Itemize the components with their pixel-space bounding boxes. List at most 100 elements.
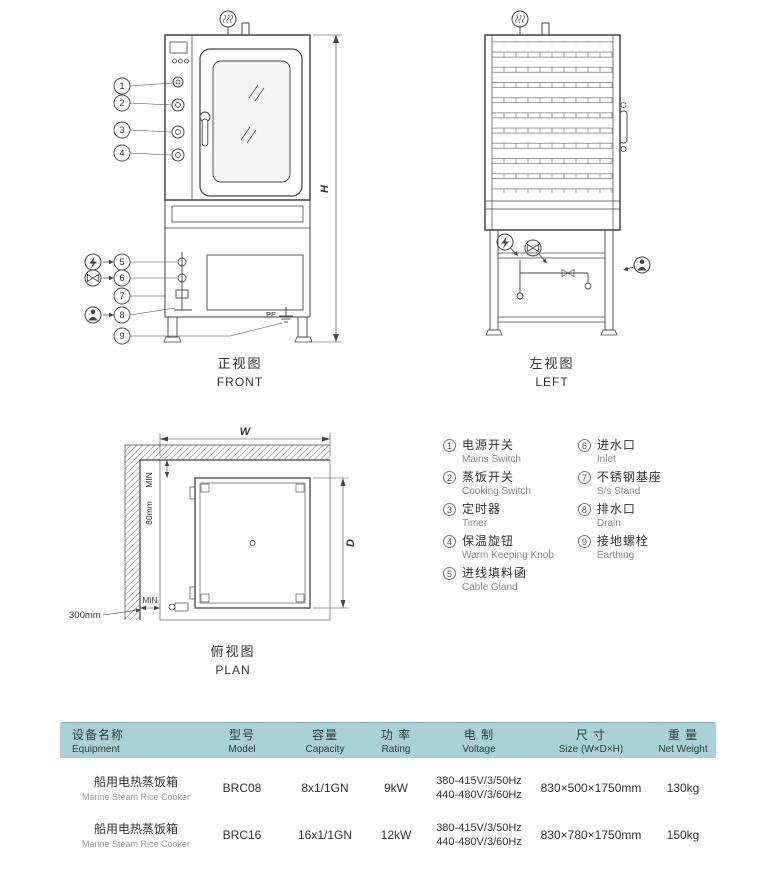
oven-door xyxy=(199,48,303,197)
cabinet-body xyxy=(164,34,311,201)
cell-rating: 9kW xyxy=(384,780,408,795)
column-header-cn: 尺 寸 xyxy=(575,728,607,742)
door-hinge-rail xyxy=(619,102,628,152)
column-header-cn: 重 量 xyxy=(667,728,699,742)
equipment-name-cn: 船用电热蒸饭箱 xyxy=(93,775,178,789)
legend-label-cn: 接地螺栓 xyxy=(596,534,649,548)
legend-label-cn: 不锈钢基座 xyxy=(596,470,662,484)
spec-table-header: 设备名称 Equipment 型号 Model 容量 Capacity 功 率 … xyxy=(60,722,716,758)
w-dim-label: W xyxy=(240,426,252,438)
callout-8-label: 8 xyxy=(119,310,124,320)
legend-label-en: Timer xyxy=(462,518,488,529)
cell-capacity: 16x1/1GN xyxy=(297,827,353,842)
cell-weight: 130kg xyxy=(666,780,700,795)
callout-6-label: 6 xyxy=(119,273,124,283)
plan-view-drawing: W D MIN 80mm MIN 300mm xyxy=(69,426,357,621)
voltage-line-2: 440-480V/3/60Hz xyxy=(436,788,522,801)
column-header-voltage: 电 制 Voltage xyxy=(426,726,532,755)
column-header-equipment: 设备名称 Equipment xyxy=(60,726,200,755)
left-view-title-cn: 左视图 xyxy=(529,356,575,371)
pe-label: PE xyxy=(266,310,276,319)
callout-1-label: 1 xyxy=(119,81,124,91)
legend-label-cn: 蒸饭开关 xyxy=(462,470,515,484)
equipment-name-en: Marine Steam Rice Cooker xyxy=(81,839,191,849)
service-connections xyxy=(174,252,192,311)
tray-rack xyxy=(492,41,613,193)
h-dimension xyxy=(313,34,342,343)
column-header-cn: 容量 xyxy=(311,728,338,742)
side-gap-label: 300mm xyxy=(69,610,101,621)
d-dim-label: D xyxy=(345,539,357,547)
legend-label-en: Earthing xyxy=(596,550,635,561)
left-view-title-en: LEFT xyxy=(535,375,569,389)
column-header-en: Size (W×D×H) xyxy=(558,744,624,755)
legend-label-cn: 排水口 xyxy=(596,502,636,516)
stand xyxy=(163,200,313,343)
column-header-en: Net Weight xyxy=(658,744,708,755)
callout-3-label: 3 xyxy=(119,125,124,135)
cell-size: 830×780×1750mm xyxy=(540,827,642,842)
callout-leaders xyxy=(129,82,283,337)
cell-equipment: 船用电热蒸饭箱 Marine Steam Rice Cooker xyxy=(60,820,200,849)
column-header-en: Voltage xyxy=(462,744,496,755)
water-valve-icon xyxy=(84,269,114,287)
chimney-stub xyxy=(241,22,250,36)
legend-label-cn: 进线填料函 xyxy=(462,566,528,580)
legend-number: 8 xyxy=(577,503,591,516)
cooker-outline xyxy=(168,477,311,612)
voltage-line-1: 380-415V/3/50Hz xyxy=(436,821,522,834)
legend-label-cn: 电源开关 xyxy=(462,438,515,452)
column-header-en: Model xyxy=(228,744,256,755)
water-valve-icon xyxy=(524,239,547,264)
column-header-en: Rating xyxy=(381,744,411,755)
callout-5-label: 5 xyxy=(119,257,124,267)
callout-7-label: 7 xyxy=(119,291,124,301)
cell-model: BRC08 xyxy=(222,780,262,795)
front-view-title-en: FRONT xyxy=(216,375,264,389)
cell-voltage: 380-415V/3/50Hz 440-480V/3/60Hz xyxy=(426,821,532,849)
rear-gap-label: 80mm xyxy=(144,501,154,525)
table-row: 船用电热蒸饭箱 Marine Steam Rice Cooker BRC08 8… xyxy=(60,764,716,811)
legend-label-en: Drain xyxy=(596,518,621,529)
legend-number: 4 xyxy=(443,535,456,548)
steam-vent-icon xyxy=(219,10,237,35)
legend-label-en: Cable Gland xyxy=(462,582,518,593)
callout-circles xyxy=(113,77,131,345)
legend-label-en: Inlet xyxy=(596,454,616,465)
equipment-name-en: Marine Steam Rice Cooker xyxy=(81,792,191,802)
stand xyxy=(485,229,618,336)
front-view-drawing: 1 2 3 4 5 6 7 8 9 H PE xyxy=(84,10,342,345)
cell-weight: 150kg xyxy=(666,827,700,842)
w-dimension xyxy=(159,433,331,456)
column-header-capacity: 容量 Capacity xyxy=(284,726,366,755)
side-gap-min-label: MIN xyxy=(143,596,158,605)
callout-4-label: 4 xyxy=(119,148,124,158)
voltage-line-1: 380-415V/3/50Hz xyxy=(436,774,522,787)
person-icon xyxy=(623,256,651,274)
legend-number: 7 xyxy=(577,471,591,484)
spec-table: 设备名称 Equipment 型号 Model 容量 Capacity 功 率 … xyxy=(60,722,716,858)
cell-voltage: 380-415V/3/50Hz 440-480V/3/60Hz xyxy=(426,774,532,802)
column-header-cn: 设备名称 xyxy=(72,728,125,742)
plan-view-title-cn: 俯视图 xyxy=(210,644,256,659)
equipment-name-cn: 船用电热蒸饭箱 xyxy=(93,822,178,836)
cell-model: BRC16 xyxy=(222,827,262,842)
table-row: 船用电热蒸饭箱 Marine Steam Rice Cooker BRC16 1… xyxy=(60,811,716,858)
lower-band xyxy=(165,205,310,229)
voltage-line-2: 440-480V/3/60Hz xyxy=(436,835,522,848)
column-header-cn: 电 制 xyxy=(463,728,495,742)
plan-view-title-en: PLAN xyxy=(215,663,251,677)
chimney-stub xyxy=(541,22,550,36)
legend-number: 2 xyxy=(443,471,456,484)
legend-label-en: Warm Keeping Knob xyxy=(462,550,554,561)
